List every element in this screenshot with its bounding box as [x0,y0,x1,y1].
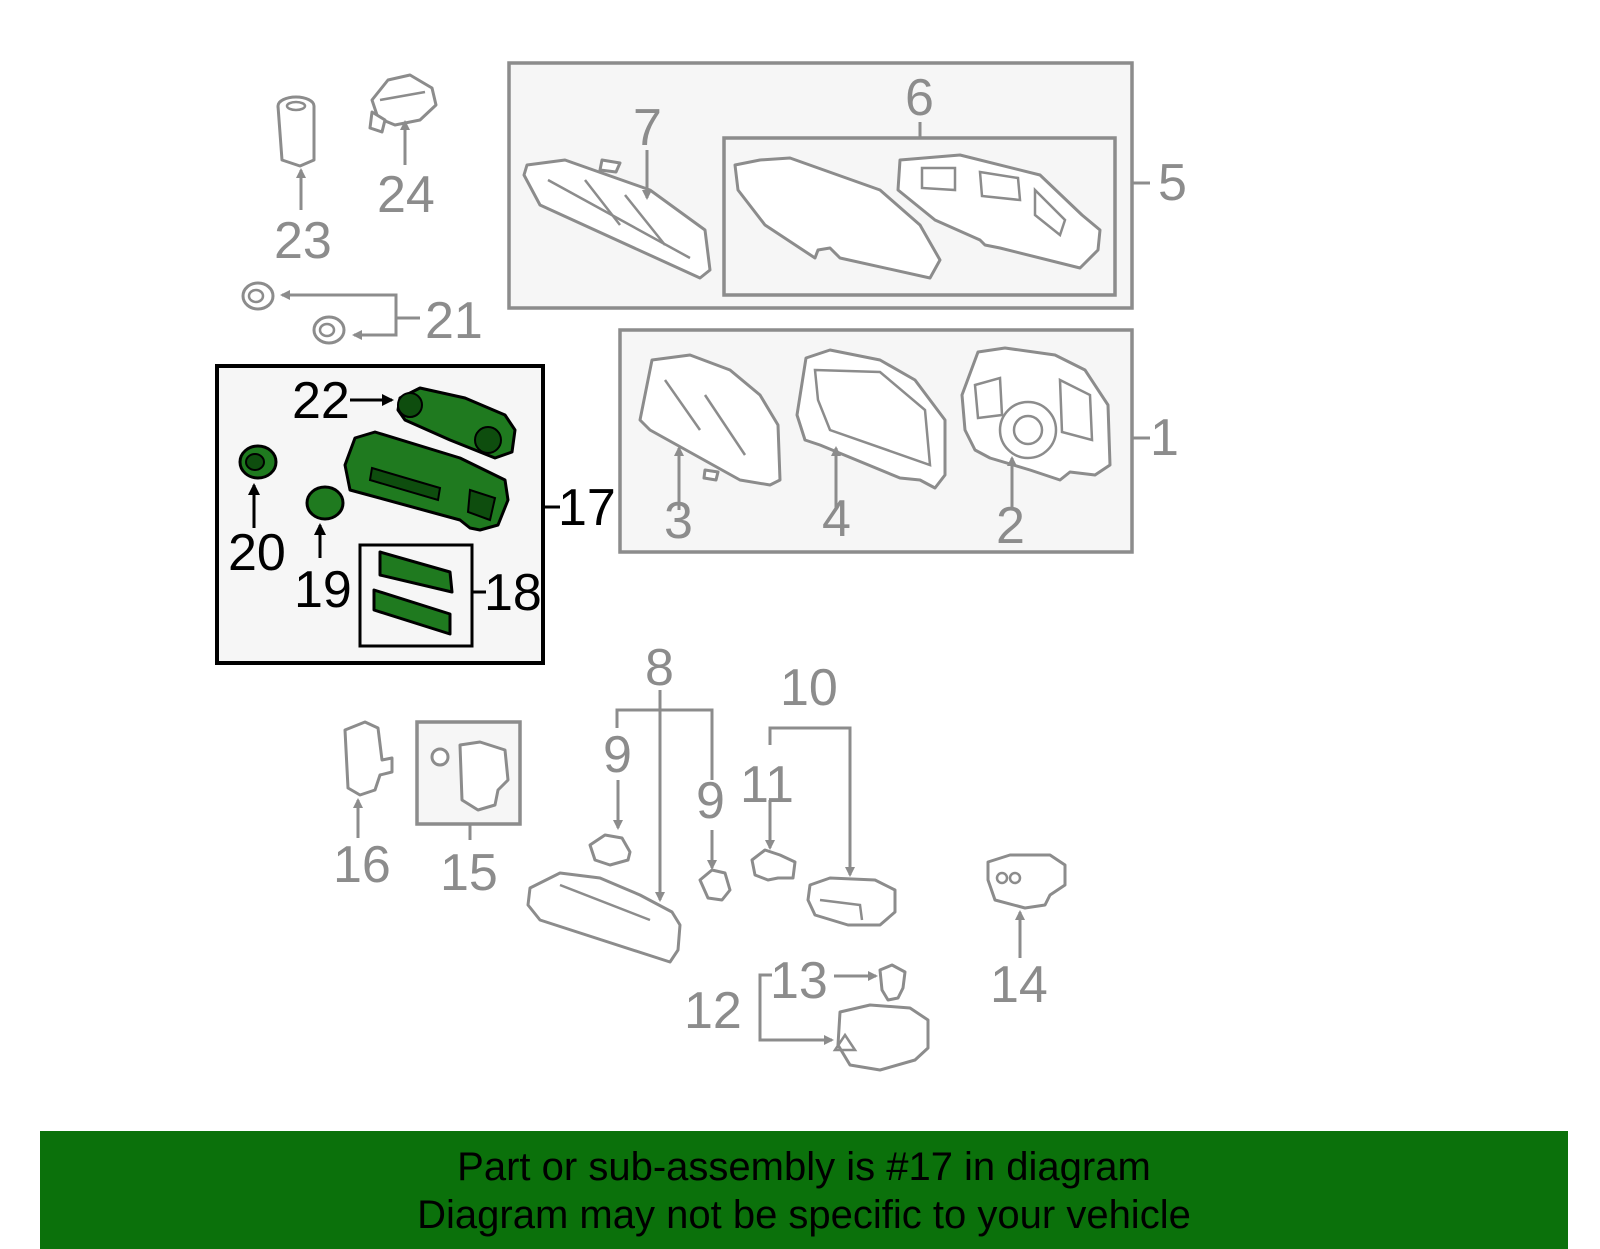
callout-20: 20 [228,524,286,582]
callout-13: 13 [770,952,828,1010]
callout-9b: 9 [696,772,725,830]
part-4-cluster-case[interactable] [795,348,947,508]
callout-15: 15 [440,844,498,902]
callout-2: 2 [996,497,1025,555]
part-15-switch-box[interactable] [415,720,522,840]
part-11-bulb[interactable] [750,800,797,882]
callout-10: 10 [780,659,838,717]
callout-7: 7 [633,99,662,157]
callout-18: 18 [484,564,542,622]
part-20-knob[interactable] [238,444,278,528]
part-9-bulb-left[interactable] [588,780,632,867]
part-14-switch[interactable] [986,853,1067,958]
part-19-knob[interactable] [305,485,345,558]
part-7-meter-lens[interactable] [522,150,712,280]
part-10-switch[interactable] [768,726,897,927]
callout-6: 6 [905,69,934,127]
parts-diagram: 1 2 3 4 5 6 7 8 9 9 10 11 12 13 14 15 16… [215,61,1187,1072]
part-12-hazard-switch[interactable] [758,973,930,1072]
callout-24: 24 [377,166,435,224]
callout-5: 5 [1158,154,1187,212]
callout-17: 17 [558,479,616,537]
callout-8: 8 [645,639,674,697]
footer-banner: Part or sub-assembly is #17 in diagram D… [40,1131,1568,1249]
callout-22: 22 [292,372,350,430]
callout-19: 19 [294,561,352,619]
callout-21: 21 [425,292,483,350]
callout-3: 3 [664,492,693,550]
part-2-meter-assembly[interactable] [960,346,1112,510]
part-17-heater-control-panel[interactable] [343,430,510,532]
callout-14: 14 [990,956,1048,1014]
callout-1: 1 [1150,409,1179,467]
footer-line-1: Part or sub-assembly is #17 in diagram [457,1145,1151,1189]
callout-16: 16 [333,836,391,894]
callout-9a: 9 [603,726,632,784]
part-3-cluster-lens[interactable] [638,353,782,510]
part-8-switch-panel[interactable] [526,690,714,964]
part-13-bulb[interactable] [834,963,907,1002]
callout-12: 12 [684,982,742,1040]
part-6-visor-assembly[interactable] [733,153,1102,280]
part-23-bulb-socket[interactable] [276,95,316,210]
part-9-bulb-right[interactable] [698,830,732,902]
part-21-bulbs[interactable] [241,281,420,345]
part-16-switch[interactable] [343,720,394,838]
callout-4: 4 [822,490,851,548]
part-18-button-set[interactable] [372,550,454,636]
footer-line-2: Diagram may not be specific to your vehi… [417,1193,1191,1237]
part-22-knob-unit[interactable] [350,386,517,460]
callout-23: 23 [274,212,332,270]
callout-11: 11 [740,756,794,814]
part-24-socket[interactable] [368,73,438,165]
